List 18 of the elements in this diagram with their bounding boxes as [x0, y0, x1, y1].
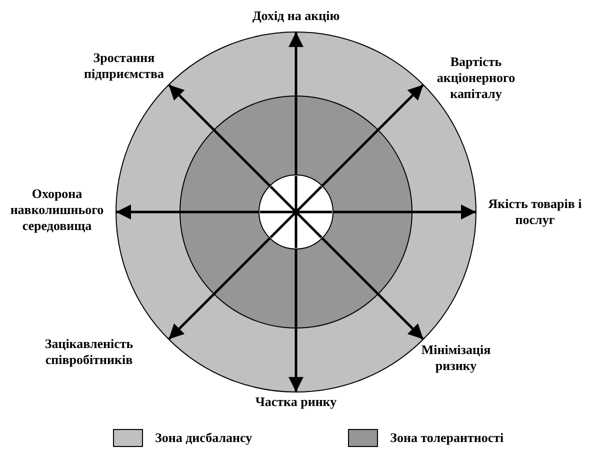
axis-label: Якість товарів і послуг: [480, 196, 590, 228]
axis-label: Зростання підприємства: [68, 50, 180, 82]
arrow: [321, 237, 424, 340]
axis-label: Мінімізація ризику: [412, 342, 500, 374]
axis-label: Зацікавленість співробітників: [30, 336, 148, 368]
arrow: [288, 32, 304, 175]
legend-label: Зона дисбалансу: [155, 429, 252, 447]
axis-label: Дохід на акцію: [252, 8, 340, 24]
arrow: [333, 204, 476, 220]
arrow: [288, 249, 304, 392]
axis-label: Частка ринку: [255, 394, 337, 410]
arrow: [168, 237, 271, 340]
legend-label: Зона толерантності: [390, 429, 504, 447]
arrow: [168, 84, 271, 187]
arrow: [116, 204, 259, 220]
arrow: [321, 84, 424, 187]
axis-label: Охорона навколишнього середовища: [0, 186, 114, 234]
axis-label: Вартість акціонерного капіталу: [428, 54, 524, 102]
